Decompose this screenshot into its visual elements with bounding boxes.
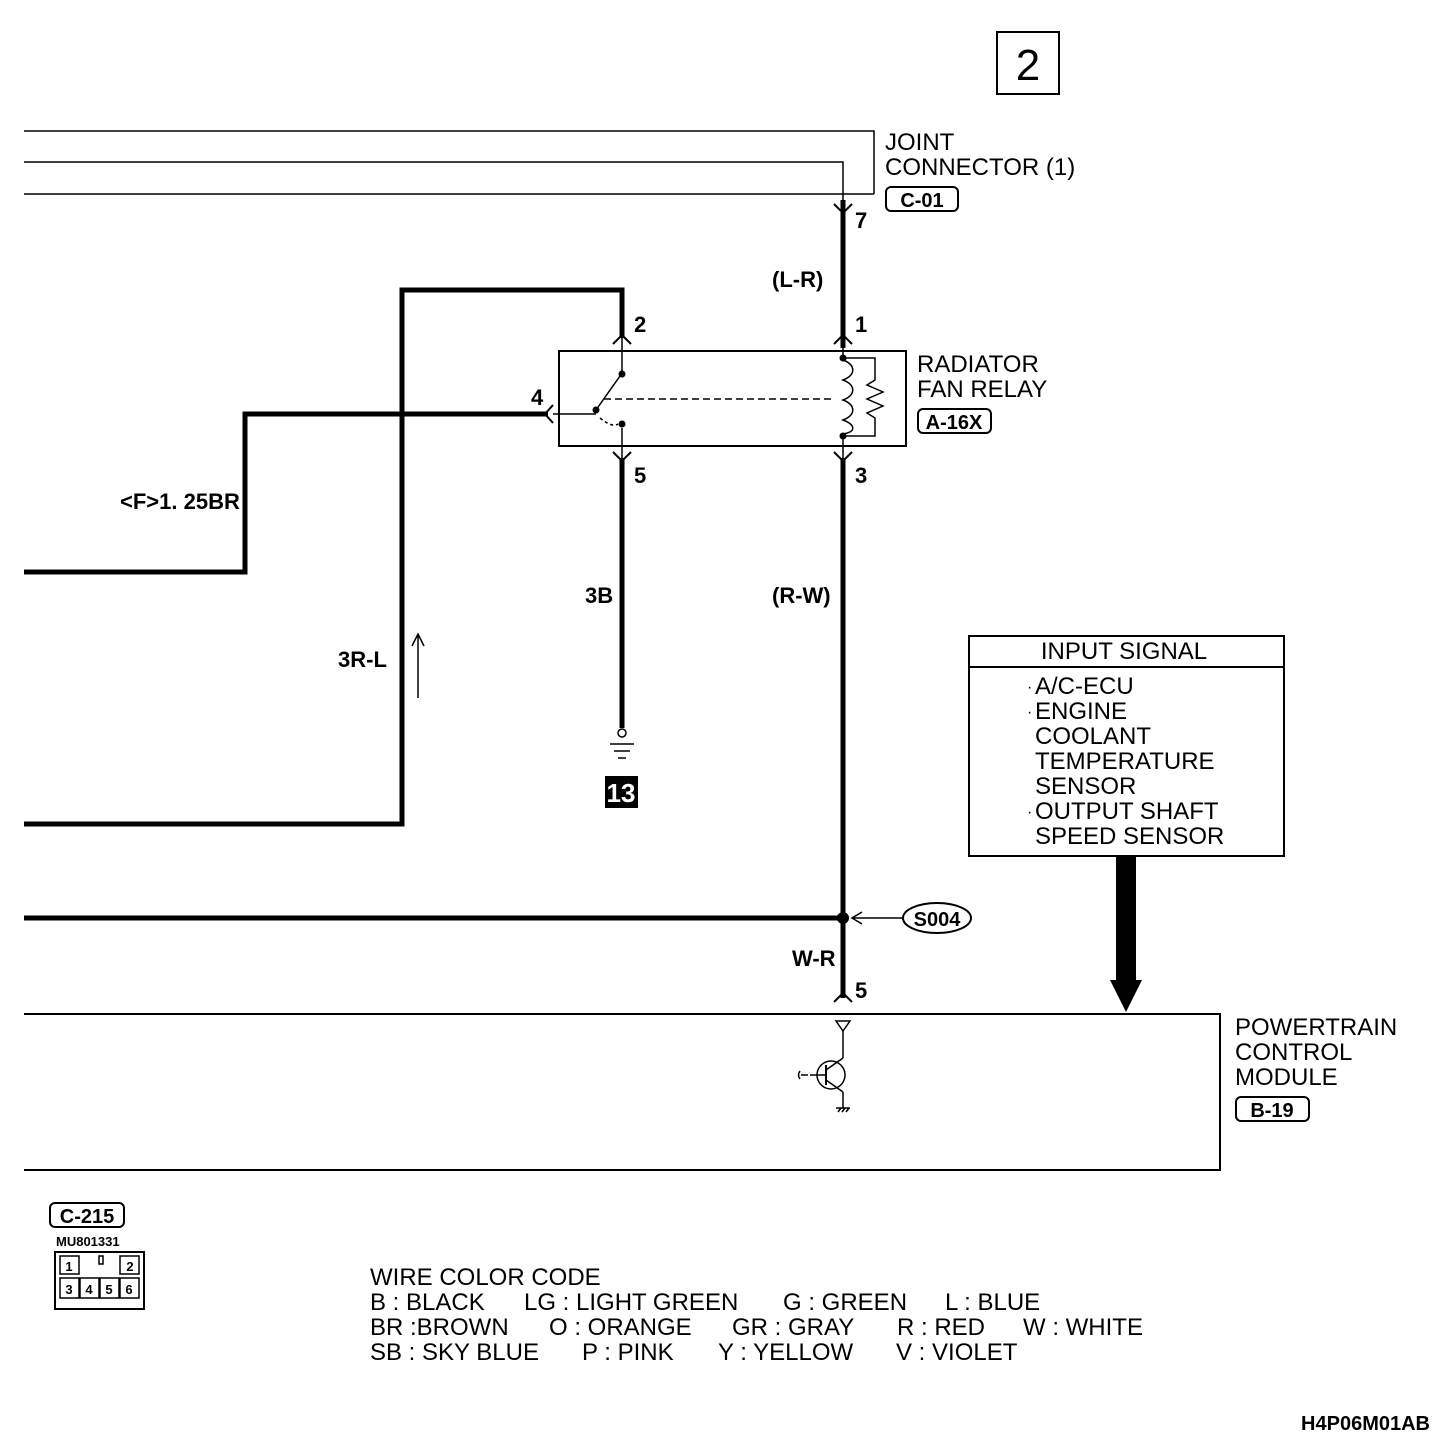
c215-code-box	[49, 1202, 125, 1228]
wire-3rl	[24, 287, 625, 827]
ground-number: 13	[607, 778, 636, 808]
relay-label-2: FAN RELAY	[917, 376, 1047, 403]
pcm-box	[24, 1013, 1221, 1171]
wire-f125br-label: <F>1. 25BR	[120, 489, 240, 514]
ground-number-box	[605, 776, 638, 808]
page-number-box	[996, 31, 1060, 95]
pcm-code-box	[1235, 1096, 1310, 1122]
wire-wr-label: W-R	[792, 946, 836, 971]
wire-color-entry: GR : GRAY	[732, 1314, 854, 1341]
splice-code: S004	[914, 909, 962, 931]
input-bullet-3: ·	[1027, 804, 1032, 821]
input-signal-item: ENGINE	[1035, 698, 1127, 725]
c215-part-number: MU801331	[56, 1234, 120, 1249]
input-bullet-2: ·	[1027, 704, 1032, 721]
pcm-code: B-19	[1250, 1100, 1293, 1122]
splice-point	[837, 912, 849, 924]
c215-pin: 3	[65, 1282, 72, 1297]
relay-code-box	[917, 408, 992, 434]
wire-color-entry: R : RED	[897, 1314, 985, 1341]
wire-color-entry: O : ORANGE	[549, 1314, 692, 1341]
relay-pin2-label: 2	[634, 312, 646, 337]
wire-color-entry: G : GREEN	[783, 1289, 907, 1316]
input-signal-item: SPEED SENSOR	[1035, 823, 1224, 850]
wire-color-entry: BR :BROWN	[370, 1314, 509, 1341]
wire-3b-label: 3B	[585, 583, 613, 608]
figure-id: H4P06M01AB	[1301, 1413, 1430, 1435]
c215-pin: 2	[126, 1259, 133, 1274]
relay-pin1-label: 1	[855, 312, 867, 337]
c215-pin: 4	[85, 1282, 93, 1297]
pcm-pin5-arrow	[833, 991, 853, 1003]
input-signal-box	[968, 635, 1285, 857]
input-signal-item: OUTPUT SHAFT	[1035, 798, 1219, 825]
wire-f125br	[24, 411, 548, 575]
joint-connector-label-2: CONNECTOR (1)	[885, 154, 1075, 181]
wire-color-entry: Y : YELLOW	[718, 1339, 854, 1366]
transistor-icon	[797, 1020, 852, 1113]
page-number: 2	[1016, 41, 1040, 90]
pcm-label-3: MODULE	[1235, 1064, 1338, 1091]
pcm-label-1: POWERTRAIN	[1235, 1014, 1397, 1041]
wire-color-entry: V : VIOLET	[896, 1339, 1018, 1366]
input-signal-arrow	[1110, 857, 1142, 1012]
c215-pin: 6	[125, 1282, 132, 1297]
pcm-pin5-label: 5	[855, 978, 867, 1003]
wire-color-entry: LG : LIGHT GREEN	[524, 1289, 738, 1316]
wire-3rl-label: 3R-L	[338, 647, 387, 672]
c215-pin: 5	[105, 1282, 112, 1297]
wire-color-code-title: WIRE COLOR CODE	[370, 1264, 601, 1291]
c215-pin: 1	[65, 1259, 72, 1274]
relay-pin5-label: 5	[634, 463, 646, 488]
wire-color-entry: SB : SKY BLUE	[370, 1339, 539, 1366]
relay-pin4-label: 4	[531, 385, 544, 410]
ground-symbol	[610, 728, 634, 759]
joint-connector-code: C-01	[900, 190, 943, 212]
wire-color-entry: W : WHITE	[1023, 1314, 1143, 1341]
input-signal-item: TEMPERATURE	[1035, 748, 1215, 775]
input-signal-title: INPUT SIGNAL	[1041, 638, 1207, 665]
joint-connector-label-1: JOINT	[885, 129, 955, 156]
input-signal-item: A/C-ECU	[1035, 673, 1134, 700]
wire-color-entry: L : BLUE	[945, 1289, 1040, 1316]
wire-lr-label: (L-R)	[772, 267, 823, 292]
splice-code-ellipse	[902, 902, 972, 934]
pin7-label: 7	[855, 208, 867, 233]
c215-connector-face	[54, 1251, 145, 1310]
splice-pointer	[850, 911, 903, 925]
relay-pin3-label: 3	[855, 463, 867, 488]
c215-code: C-215	[60, 1206, 114, 1228]
joint-connector-bus	[24, 130, 875, 200]
wire-rw-label: (R-W)	[772, 583, 831, 608]
relay-pin1-arrow	[833, 333, 853, 345]
joint-connector-code-box	[885, 186, 959, 212]
relay-code: A-16X	[926, 412, 983, 434]
pcm-label-2: CONTROL	[1235, 1039, 1352, 1066]
current-direction-arrow	[411, 632, 425, 698]
relay-switch	[553, 338, 835, 458]
input-bullet-1: ·	[1027, 679, 1032, 696]
wire-color-entry: P : PINK	[582, 1339, 674, 1366]
input-signal-item: COOLANT	[1035, 723, 1151, 750]
radiator-fan-relay-box	[558, 350, 907, 447]
relay-coil	[839, 338, 885, 458]
wire-color-entry: B : BLACK	[370, 1289, 485, 1316]
input-signal-item: SENSOR	[1035, 773, 1136, 800]
relay-label-1: RADIATOR	[917, 351, 1039, 378]
